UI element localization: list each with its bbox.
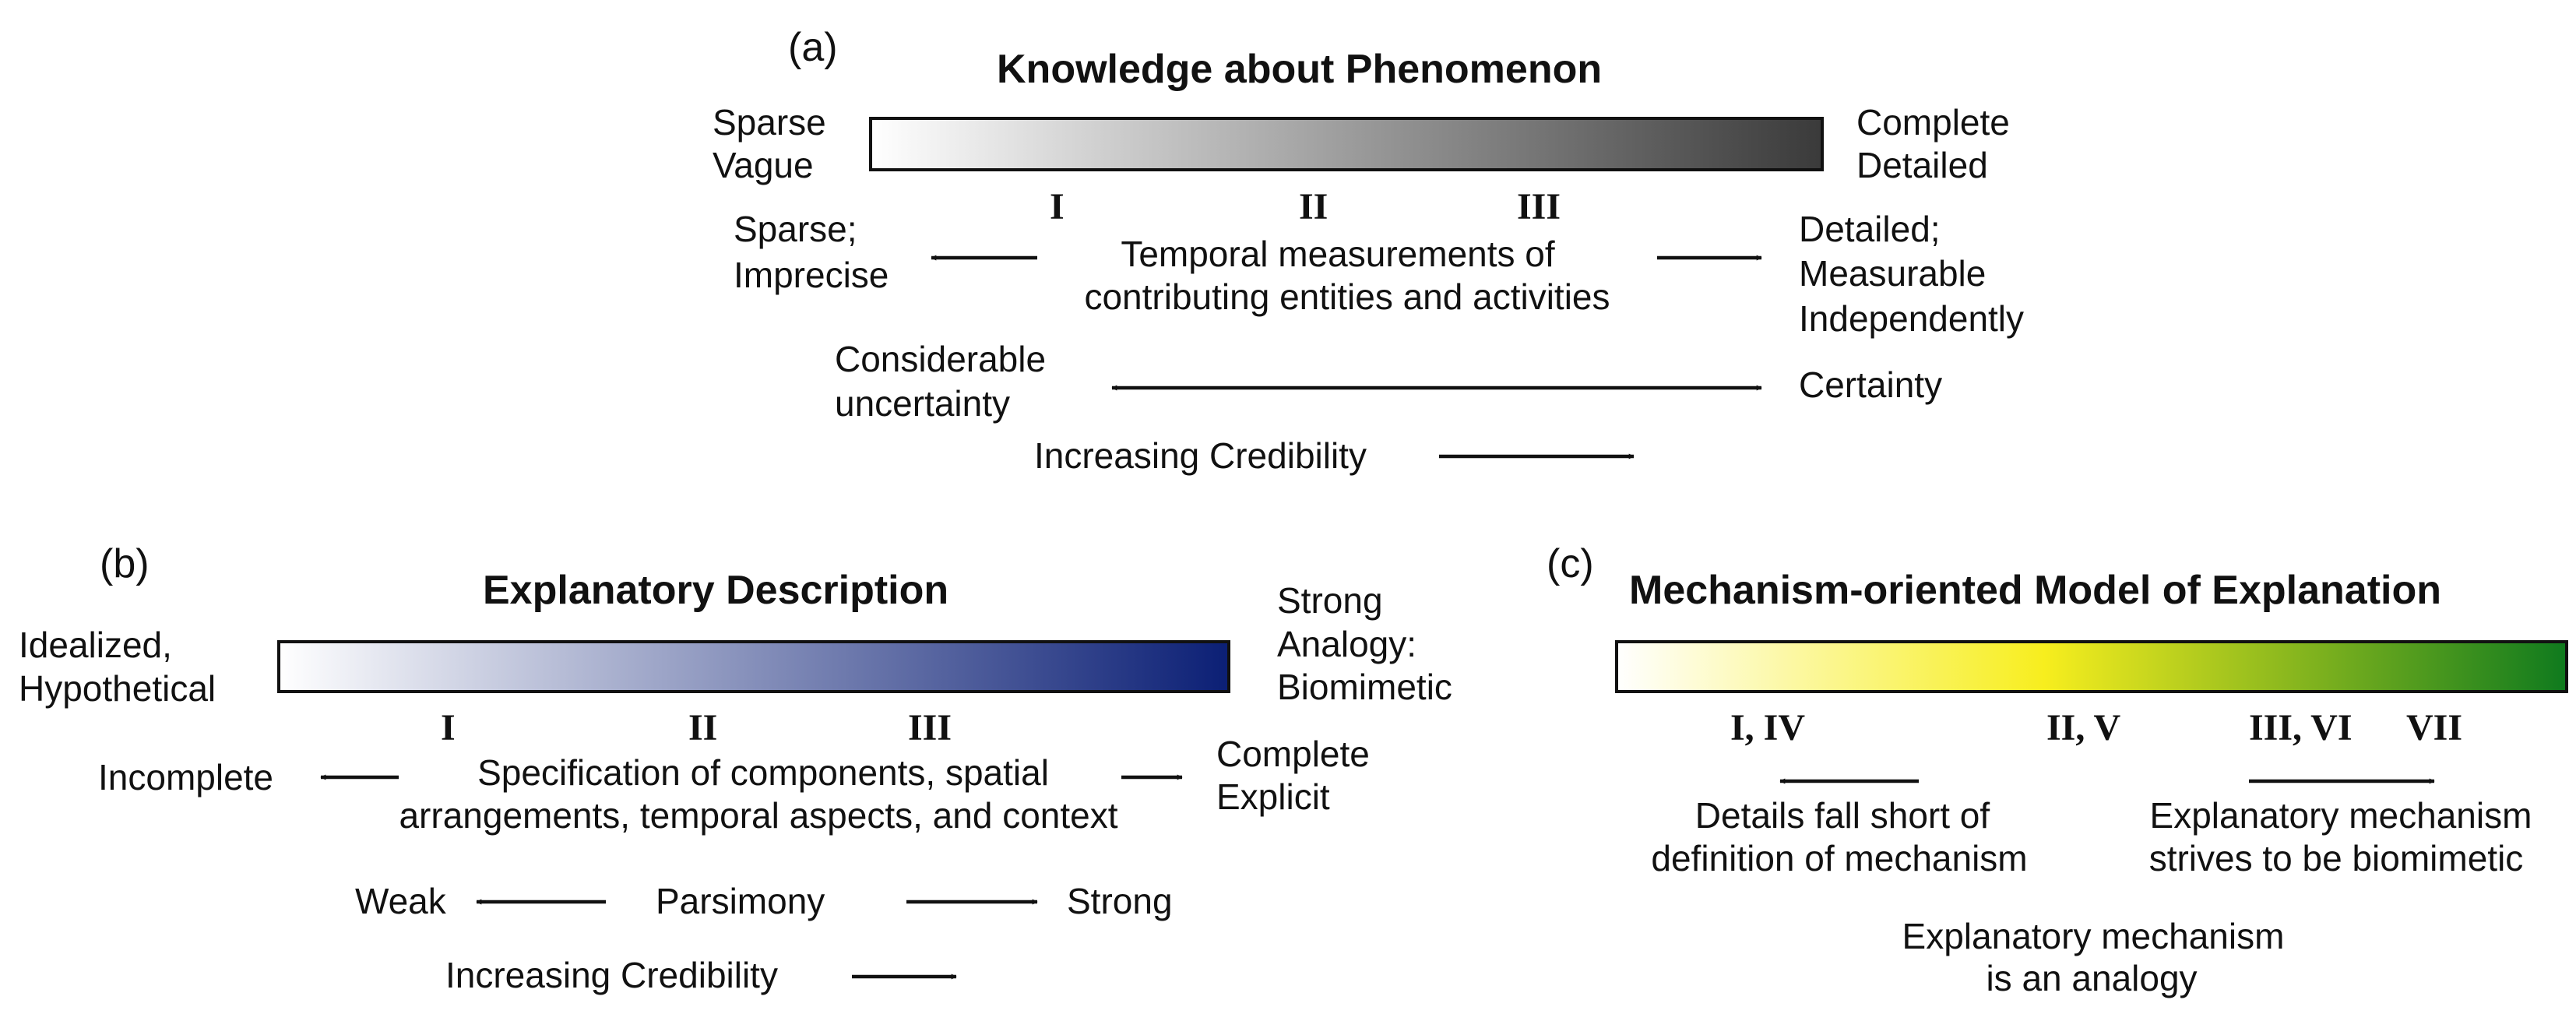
- panel-b-right-label-1: Strong: [1277, 580, 1383, 621]
- panel-c-right-text-1: Explanatory mechanism: [2150, 795, 2532, 836]
- panel-b-credibility: Increasing Credibility: [445, 955, 778, 995]
- panel-b: (b) Explanatory Description Idealized, H…: [19, 541, 1452, 995]
- panel-a-right-label-1: Complete: [1856, 102, 2010, 143]
- panel-c-title: Mechanism-oriented Model of Explanation: [1629, 568, 2441, 613]
- panel-b-gradient-bar: [277, 640, 1230, 693]
- panel-b-spec-center-1: Specification of components, spatial: [477, 752, 1049, 793]
- panel-b-parsimony-right: Strong: [1067, 881, 1173, 921]
- panel-b-marker-2: II: [688, 707, 717, 748]
- panel-a-gradient-bar: [869, 117, 1824, 171]
- panel-a-marker-2: II: [1299, 186, 1328, 227]
- panel-c-marker-1: I, IV: [1730, 707, 1805, 748]
- panel-a-measure-right-1: Detailed;: [1799, 209, 1941, 249]
- panel-a-measure-right-3: Independently: [1799, 298, 2024, 339]
- panel-c-marker-2: II, V: [2046, 707, 2120, 748]
- panel-a-marker-1: I: [1050, 186, 1065, 227]
- panel-a-left-label-2: Vague: [713, 145, 814, 185]
- panel-b-marker-3: III: [908, 707, 952, 748]
- panel-b-letter: (b): [100, 541, 150, 586]
- panel-a-credibility: Increasing Credibility: [1034, 435, 1367, 476]
- panel-a: (a) Knowledge about Phenomenon Sparse Va…: [713, 25, 2024, 476]
- panel-c-bottom-text-1: Explanatory mechanism: [1902, 916, 2285, 956]
- panel-b-spec-center-2: arrangements, temporal aspects, and cont…: [399, 795, 1117, 836]
- panel-b-left-label-1: Idealized,: [19, 625, 172, 665]
- panel-b-right-label-2: Analogy:: [1277, 624, 1416, 664]
- panel-a-uncertainty-right: Certainty: [1799, 364, 1942, 405]
- panel-b-title: Explanatory Description: [483, 568, 948, 613]
- panel-c-marker-3: III, VI: [2249, 707, 2353, 748]
- panel-c-marker-4: VII: [2406, 707, 2462, 748]
- panel-c-gradient-bar: [1615, 640, 2568, 693]
- panel-a-marker-3: III: [1517, 186, 1561, 227]
- panel-b-parsimony-center: Parsimony: [656, 881, 825, 921]
- panel-c: (c) Mechanism-oriented Model of Explanat…: [1547, 541, 2568, 998]
- panel-a-title: Knowledge about Phenomenon: [997, 47, 1602, 92]
- panel-b-marker-1: I: [441, 707, 456, 748]
- panel-a-measure-left-2: Imprecise: [734, 255, 889, 295]
- panel-c-left-text-2: definition of mechanism: [1651, 838, 2027, 878]
- panel-c-bottom-text-2: is an analogy: [1986, 958, 2197, 998]
- panel-c-letter: (c): [1547, 541, 1594, 586]
- panel-a-measure-left-1: Sparse;: [734, 209, 857, 249]
- panel-a-measure-center-1: Temporal measurements of: [1121, 234, 1555, 274]
- panel-c-left-text-1: Details fall short of: [1695, 795, 1990, 836]
- panel-a-letter: (a): [788, 25, 838, 70]
- panel-a-measure-right-2: Measurable: [1799, 253, 1986, 294]
- panel-a-left-label-1: Sparse: [713, 102, 826, 143]
- panel-b-parsimony-left: Weak: [355, 881, 447, 921]
- panel-c-right-text-2: strives to be biomimetic: [2149, 838, 2524, 878]
- panel-b-left-label-2: Hypothetical: [19, 668, 216, 709]
- panel-b-right-label-3: Biomimetic: [1277, 667, 1452, 707]
- panel-b-spec-right-1: Complete: [1216, 734, 1370, 774]
- panel-a-uncertainty-left-2: uncertainty: [835, 383, 1010, 424]
- panel-a-measure-center-2: contributing entities and activities: [1084, 276, 1610, 317]
- panel-b-spec-left: Incomplete: [98, 757, 273, 797]
- panel-a-right-label-2: Detailed: [1856, 145, 1988, 185]
- panel-a-uncertainty-left-1: Considerable: [835, 339, 1046, 379]
- panel-b-spec-right-2: Explicit: [1216, 776, 1330, 817]
